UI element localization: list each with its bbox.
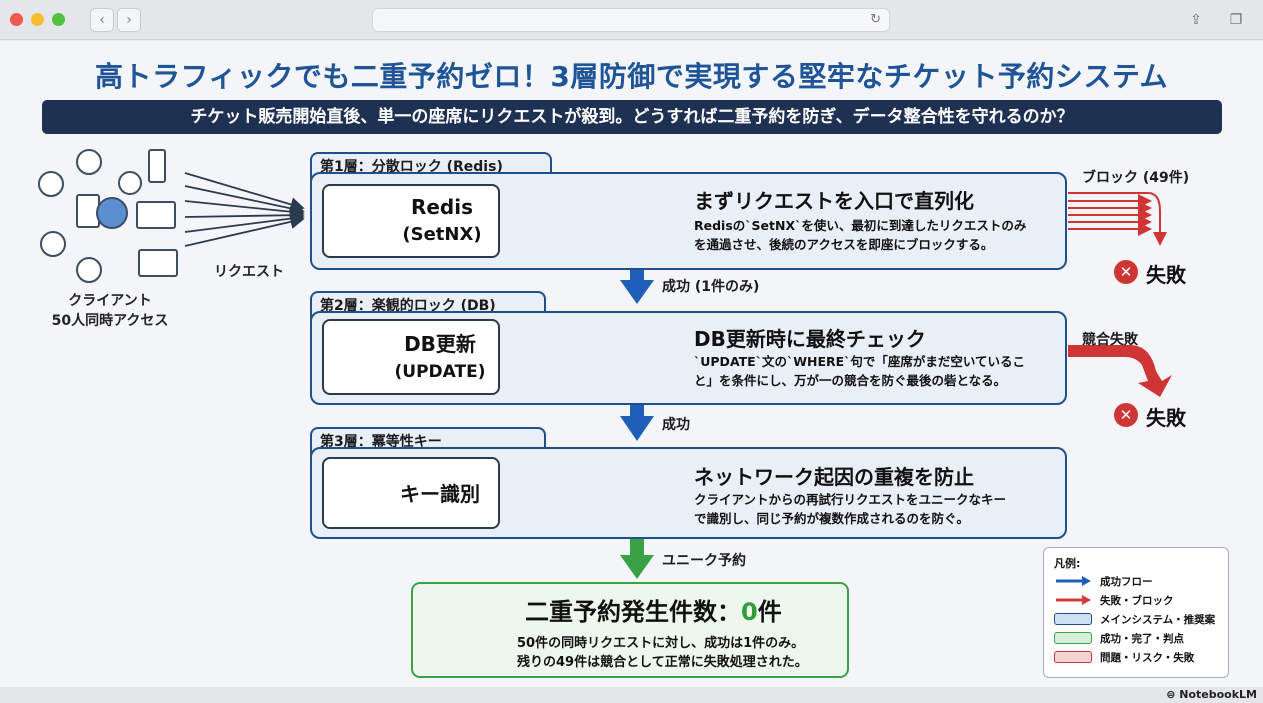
result-zero-count: 0 [741, 598, 758, 626]
legend-title: 凡例: [1054, 557, 1081, 570]
layer3-desc-line2: で識別し、同じ予約が複数作成されるのを防ぐ。 [694, 511, 970, 526]
forward-button[interactable]: › [117, 8, 141, 32]
key-component-box [322, 457, 500, 529]
client-label-line2: 50人同時アクセス [51, 313, 169, 329]
red-arrow-swatch [1056, 595, 1091, 605]
request-lines [184, 172, 305, 247]
legend-item-success-flow: 成功フロー [1054, 572, 1224, 590]
success2-label: 成功 [662, 417, 690, 433]
minimize-window-button[interactable] [31, 13, 44, 26]
notebooklm-logo-icon: ⊜ [1166, 688, 1180, 701]
fail-label-2: 失敗 [1146, 406, 1186, 430]
legend-label: 成功フロー [1100, 576, 1153, 588]
layer1-desc-line1: Redisの`SetNX`を使い、最初に到達したリクエストのみ [694, 218, 1027, 233]
redis-setnx-label: (SetNX) [402, 224, 482, 245]
success1-label: 成功 (1件のみ) [662, 279, 760, 295]
user-main-icon [96, 197, 128, 229]
fail-x-icon: ✕ [1114, 260, 1138, 284]
infographic-page: 高トラフィックでも二重予約ゼロ！3層防御で実現する堅牢なチケット予約システム チ… [0, 41, 1263, 687]
db-component-box [322, 319, 500, 395]
conflict-arrow [1068, 345, 1172, 397]
layer2-desc-line1: `UPDATE`文の`WHERE`句で「座席がまだ空いているこ [694, 354, 1026, 369]
conflict-label: 競合失敗 [1082, 332, 1138, 348]
legend-label: 失敗・ブロック [1100, 595, 1174, 607]
blue-arrow-swatch [1056, 576, 1091, 586]
layer1-heading: まずリクエストを入口で直列化 [694, 189, 974, 213]
result-box: 二重予約発生件数：0件 50件の同時リクエストに対し、成功は1件のみ。 残りの4… [411, 582, 849, 678]
user-icon [40, 231, 66, 257]
legend-item-fail-block: 失敗・ブロック [1054, 591, 1224, 609]
brand-label: NotebookLM [1179, 688, 1257, 701]
blue-swatch [1054, 613, 1092, 625]
block-arrows [1068, 192, 1167, 246]
subtitle-banner: チケット販売開始直後、単一の座席にリクエストが殺到。どうすれば二重予約を防ぎ、デ… [42, 100, 1222, 134]
client-cluster [38, 149, 188, 289]
layer1-desc-line2: を通過させ、後続のアクセスを即座にブロックする。 [694, 237, 994, 252]
result-desc: 50件の同時リクエストに対し、成功は1件のみ。 残りの49件は競合として正常に失… [517, 634, 808, 672]
client-label-line1: クライアント [68, 293, 152, 309]
legend: 凡例: 成功フロー 失敗・ブロック メインシステム・推奨案 成功・完了・判点 問… [1043, 547, 1229, 678]
legend-item-problem: 問題・リスク・失敗 [1054, 648, 1224, 666]
address-bar[interactable]: ↻ [372, 8, 890, 32]
result-desc-line2: 残りの49件は競合として正常に失敗処理された。 [517, 655, 808, 670]
notebooklm-brand: ⊜ NotebookLM [1166, 688, 1257, 701]
db-update-label: DB更新 [404, 332, 476, 356]
success-arrows [620, 258, 654, 441]
key-identify-label: キー識別 [400, 482, 480, 506]
phone-icon [148, 149, 166, 183]
tabs-icon[interactable]: ❐ [1229, 12, 1243, 28]
legend-label: メインシステム・推奨案 [1100, 614, 1216, 626]
layer2-desc-line2: と」を条件にし、万が一の競合を防ぐ最後の砦となる。 [694, 373, 1007, 388]
unique-arrow [620, 533, 654, 579]
red-swatch [1054, 651, 1092, 663]
fail-label-1: 失敗 [1146, 263, 1186, 287]
user-icon [76, 257, 102, 283]
result-desc-line1: 50件の同時リクエストに対し、成功は1件のみ。 [517, 636, 805, 651]
user-icon [38, 171, 64, 197]
user-icon [118, 171, 142, 195]
maximize-window-button[interactable] [52, 13, 65, 26]
client-label: クライアント 50人同時アクセス [40, 291, 180, 331]
reload-icon[interactable]: ↻ [870, 12, 881, 27]
redis-component-box [322, 184, 500, 258]
block-label: ブロック (49件) [1082, 170, 1190, 186]
request-label: リクエスト [214, 264, 284, 280]
close-window-button[interactable] [10, 13, 23, 26]
layer3-desc-line1: クライアントからの再試行リクエストをユニークなキー [694, 492, 1007, 507]
result-title-prefix: 二重予約発生件数： [525, 598, 741, 626]
legend-label: 成功・完了・判点 [1100, 633, 1184, 645]
layer2-heading: DB更新時に最終チェック [694, 327, 926, 351]
monitor-icon [138, 249, 178, 277]
page-title: 高トラフィックでも二重予約ゼロ！3層防御で実現する堅牢なチケット予約システム [94, 60, 1169, 93]
legend-item-main-system: メインシステム・推奨案 [1054, 610, 1224, 628]
result-title-suffix: 件 [757, 598, 782, 626]
db-update-sub-label: (UPDATE) [394, 362, 486, 382]
layer3-heading: ネットワーク起因の重複を防止 [694, 465, 974, 489]
footer-bar: ⊜ NotebookLM [0, 687, 1263, 703]
legend-item-success: 成功・完了・判点 [1054, 629, 1224, 647]
legend-label: 問題・リスク・失敗 [1100, 652, 1195, 664]
green-swatch [1054, 632, 1092, 644]
result-title: 二重予約発生件数：0件 [525, 592, 782, 627]
browser-toolbar: ‹ › ↻ ⇪ ❐ [0, 0, 1263, 40]
fail-x-icon: ✕ [1114, 403, 1138, 427]
user-icon [76, 149, 102, 175]
monitor-icon [136, 201, 176, 229]
back-button[interactable]: ‹ [90, 8, 114, 32]
unique-label: ユニーク予約 [662, 553, 746, 569]
share-icon[interactable]: ⇪ [1190, 12, 1202, 28]
redis-label: Redis [410, 195, 474, 219]
